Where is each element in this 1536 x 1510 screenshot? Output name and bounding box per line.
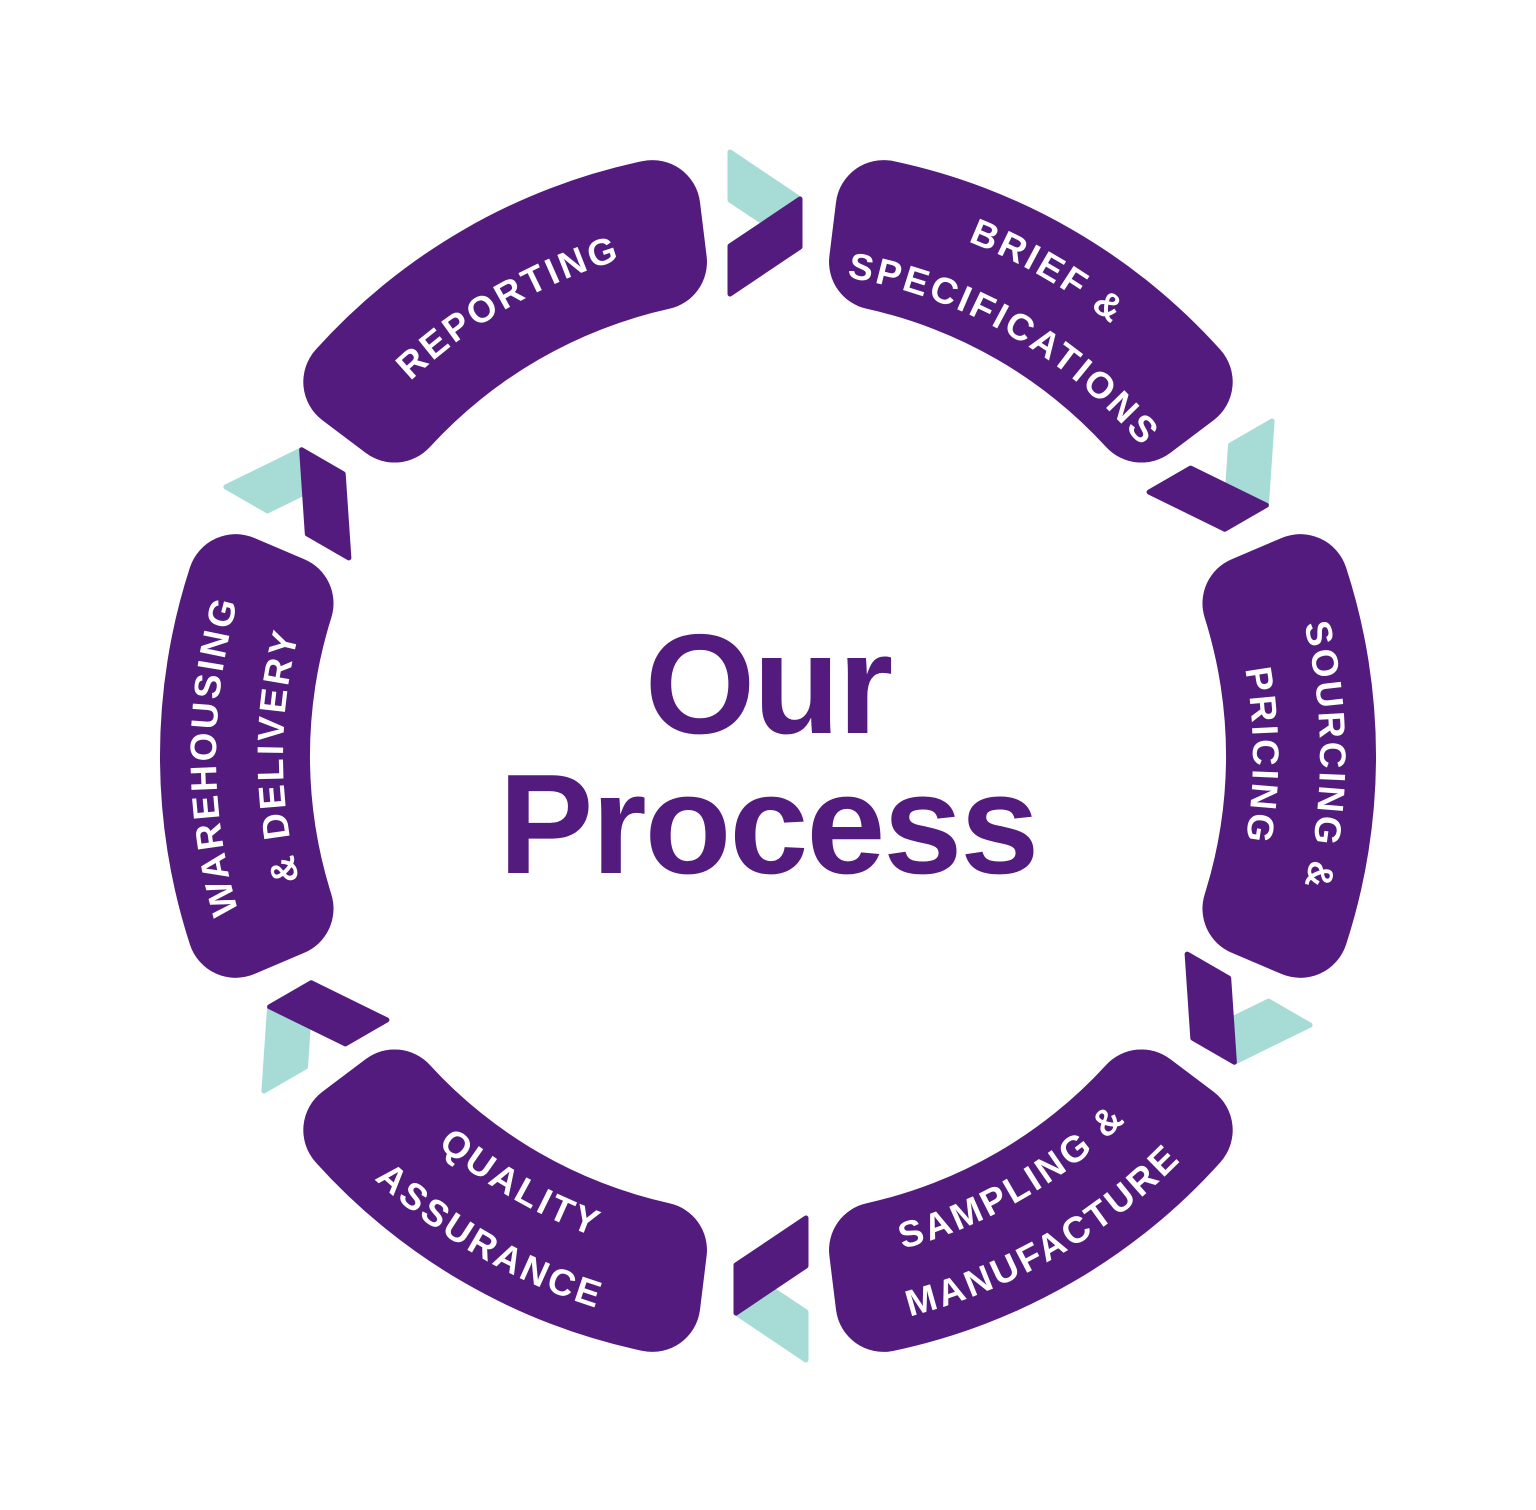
chevron-inner-arm-icon bbox=[1184, 951, 1237, 1065]
segment-arc-brief-specifications bbox=[829, 160, 1233, 463]
chevron-inner-arm-icon bbox=[1146, 465, 1269, 532]
segment-brief-specifications: BRIEF &SPECIFICATIONS bbox=[829, 160, 1233, 463]
segment-arc-sourcing-pricing bbox=[1202, 534, 1377, 978]
connector-chevron-2 bbox=[1146, 418, 1275, 532]
segment-arc-warehousing-delivery bbox=[159, 534, 334, 978]
center-title-line-1: Our bbox=[645, 605, 892, 764]
chevron-inner-arm-icon bbox=[727, 196, 803, 297]
chevron-inner-arm-icon bbox=[299, 447, 352, 561]
segment-arc-reporting bbox=[303, 160, 707, 463]
connector-chevron-4 bbox=[733, 1215, 809, 1363]
segment-sampling-manufacture: SAMPLING &MANUFACTURE bbox=[829, 1049, 1233, 1352]
segment-warehousing-delivery: WAREHOUSING& DELIVERY bbox=[159, 534, 334, 978]
chevron-inner-arm-icon bbox=[267, 980, 390, 1047]
segment-arc-quality-assurance bbox=[303, 1049, 707, 1352]
segment-arc-sampling-manufacture bbox=[829, 1049, 1233, 1352]
chevron-inner-arm-icon bbox=[733, 1215, 809, 1316]
connector-chevron-6 bbox=[223, 447, 352, 561]
segment-reporting: REPORTING bbox=[303, 160, 707, 463]
connector-chevron-5 bbox=[261, 980, 390, 1094]
process-ring: BRIEF &SPECIFICATIONS SOURCING &PRICING SA… bbox=[159, 149, 1377, 1363]
center-title-line-2: Process bbox=[499, 745, 1038, 904]
connector-chevron-1 bbox=[727, 149, 803, 297]
segment-sourcing-pricing: SOURCING &PRICING bbox=[1202, 534, 1377, 978]
connector-chevron-3 bbox=[1184, 951, 1313, 1065]
